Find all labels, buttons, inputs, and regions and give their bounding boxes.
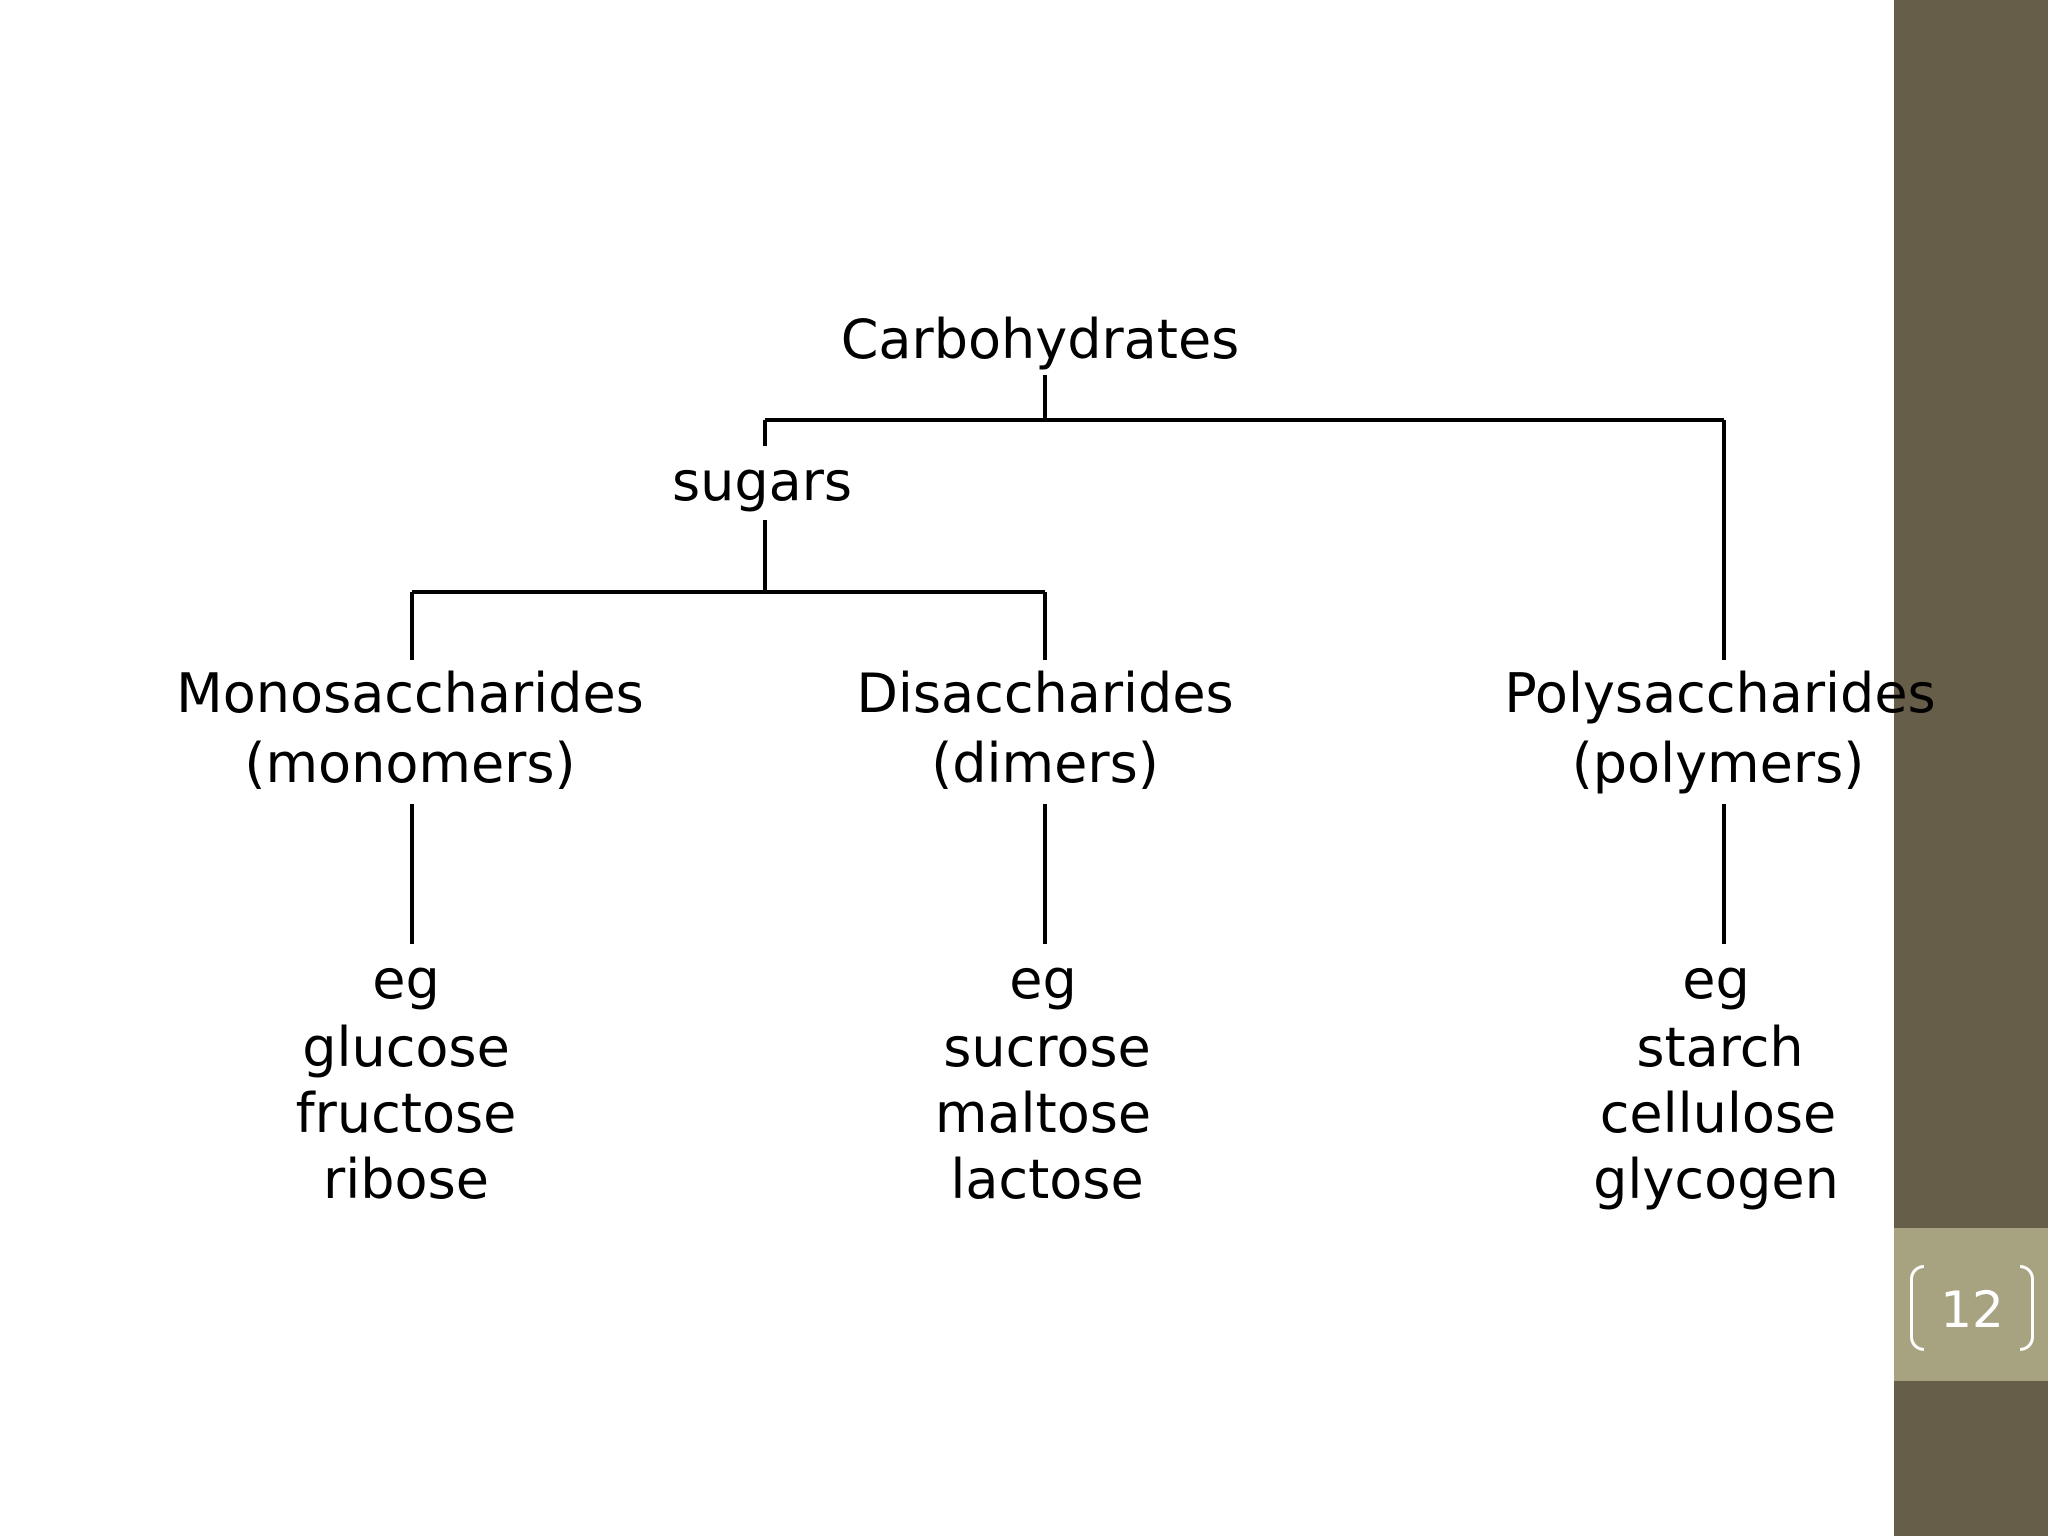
example-item: lactose (950, 1148, 1143, 1211)
example-item: fructose (296, 1082, 517, 1145)
category-name: Disaccharides (856, 662, 1233, 725)
node-root: Carbohydrates (841, 308, 1240, 371)
example-item: glucose (302, 1016, 510, 1079)
page-number-band (1894, 1228, 2048, 1381)
examples-label: eg (372, 948, 440, 1011)
category-name: Monosaccharides (176, 662, 644, 725)
category-name: Polysaccharides (1504, 662, 1935, 725)
example-item: starch (1636, 1016, 1803, 1079)
category-subtitle: (monomers) (244, 732, 575, 795)
example-item: ribose (323, 1148, 489, 1211)
example-item: maltose (935, 1082, 1151, 1145)
example-item: sucrose (943, 1016, 1150, 1079)
category-subtitle: (polymers) (1572, 732, 1865, 795)
example-item: glycogen (1593, 1148, 1839, 1211)
category-subtitle: (dimers) (931, 732, 1159, 795)
right-bracket-icon (2020, 1265, 2034, 1351)
node-sugars: sugars (672, 450, 852, 513)
example-item: cellulose (1600, 1082, 1837, 1145)
examples-label: eg (1682, 948, 1750, 1011)
page-number: 12 (1910, 1265, 2034, 1355)
left-bracket-icon (1910, 1265, 1924, 1351)
examples-label: eg (1009, 948, 1077, 1011)
page-number-value: 12 (1940, 1281, 2004, 1339)
